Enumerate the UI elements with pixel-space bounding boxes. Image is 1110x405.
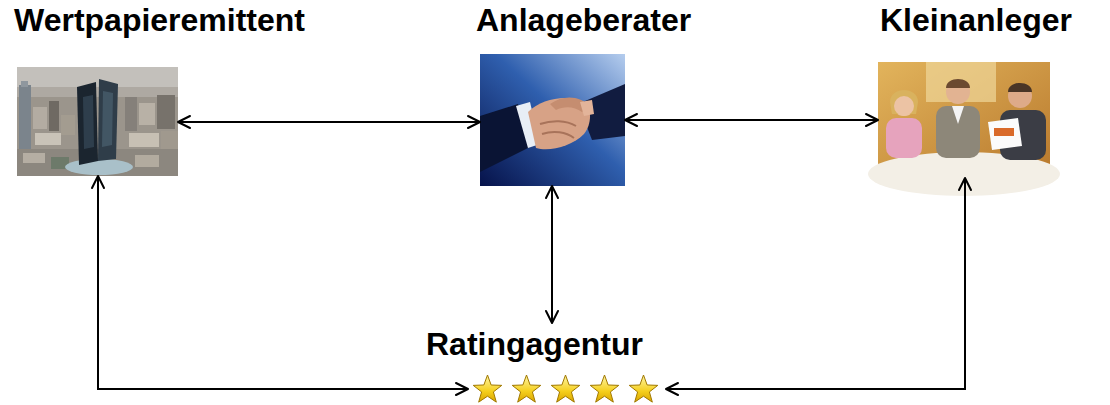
city-photo-part [129,133,159,147]
rating-star [512,375,541,402]
city-photo-part [61,115,75,135]
meeting-photo-part [988,118,1022,150]
city-photo-part [21,81,28,87]
double-arrow [551,186,553,323]
city-photo-part [17,67,178,176]
heading-wrap: Anlageberater [476,2,691,39]
city-photo-part [33,107,47,129]
heading-wrap: Wertpapieremittent [14,2,305,39]
city-photo-part [49,101,59,131]
handshake-photo-part [480,54,625,186]
meeting-photo-part [946,79,970,88]
city-photo-part [77,82,98,165]
double-arrow [666,178,965,389]
city-photo-part [83,95,94,149]
node-heading: Ratingagentur [426,326,643,363]
rating-stars [473,375,658,402]
city-photo-part [161,131,178,149]
double-arrow [625,119,878,121]
meeting-photo-part [1008,83,1032,92]
node-heading: Wertpapieremittent [14,2,305,39]
meeting-photo-part [1008,84,1032,108]
heading-wrap: Ratingagentur [426,326,643,363]
city-photo-part [35,133,61,145]
handshake-photo-part [580,100,594,116]
city-photo-part [17,87,178,97]
city-photo-part [135,155,159,167]
meeting-photo-part [946,80,970,104]
city-photo-part [102,91,113,147]
city-photo-part [139,103,155,125]
handshake-photo-part [542,132,574,138]
meeting-photo-part [936,106,980,158]
meeting-photo [868,62,1060,196]
meeting-photo-part [886,118,922,158]
node-heading: Anlageberater [476,2,691,39]
photo-node: Wertpapieremittent [17,67,178,176]
meeting-photo-part [894,96,914,116]
heading-wrap: Kleinanleger [880,2,1072,39]
rating-star [551,375,580,402]
city-photo-part [157,95,175,129]
handshake-photo-part [528,98,590,149]
city-photo [17,67,178,176]
rating-star [590,375,619,402]
node-heading: Kleinanleger [880,2,1072,39]
city-photo-part [98,79,118,161]
double-arrow [98,176,468,389]
city-photo-part [125,97,137,131]
photo-node: Kleinanleger [878,62,1050,178]
double-arrow [178,121,480,123]
city-photo-part [23,153,45,163]
city-photo-part [65,159,133,175]
connectors [98,120,965,389]
rating-star [629,375,658,402]
handshake-photo [480,54,625,186]
rating-star [473,375,502,402]
meeting-photo-part [994,128,1014,136]
meeting-photo-part [952,106,964,124]
handshake-photo-part [540,121,576,126]
photo-node: Anlageberater [480,54,625,186]
photo-node: Ratingagentur [468,374,666,404]
